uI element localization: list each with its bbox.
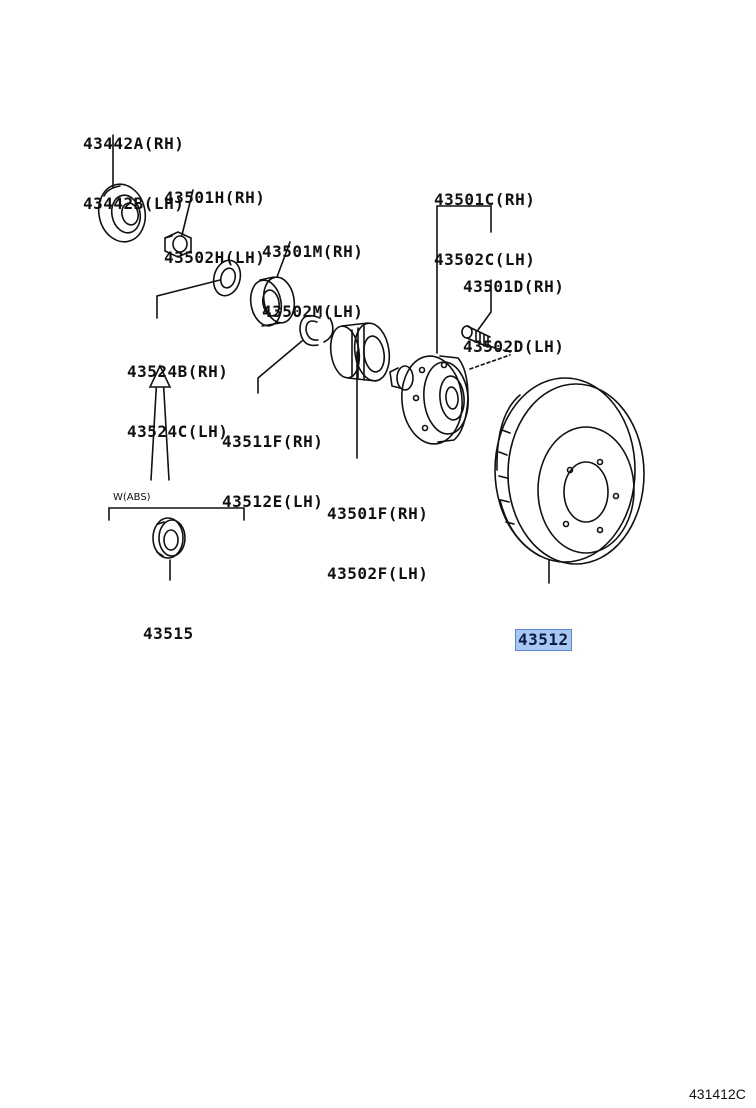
part-label-disc-rotor[interactable]: 43512 [515, 589, 572, 671]
part-label-snap-ring[interactable]: 43511F(RH) 43512E(LH) [222, 392, 323, 532]
inner-bearing-drawing [328, 321, 393, 383]
figure-number: 431412C [689, 1086, 746, 1102]
part-number-lh: 43524C(LH) [127, 422, 229, 441]
front-axle-hub-drawing [390, 354, 471, 447]
part-number-rh: 43511F(RH) [222, 432, 324, 451]
part-number-lh: 43512E(LH) [222, 492, 324, 511]
lock-nut-drawing [165, 232, 191, 257]
part-label-lock-nut[interactable]: 43501H(RH) 43502H(LH) [164, 148, 265, 288]
part-label-thrust-washer[interactable]: 43524B(RH) 43524C(LH) [127, 322, 228, 462]
part-number-lh: 43502D(LH) [463, 337, 565, 356]
part-label-outer-bearing[interactable]: 43501M(RH) 43502M(LH) [262, 202, 363, 342]
hub-grease-cap-drawing [93, 180, 150, 246]
part-label-hub-grease-cap[interactable]: 43442A(RH) 43442B(LH) [83, 94, 184, 234]
part-number-highlighted: 43512 [515, 629, 572, 651]
part-label-hub-bolt[interactable]: 43501D(RH) 43502D(LH) [463, 237, 564, 377]
part-number-rh: 43524B(RH) [127, 362, 229, 381]
part-number-rh: 43501C(RH) [434, 190, 536, 209]
part-number-lh: 43502F(LH) [327, 564, 429, 583]
part-label-front-axle-hub[interactable]: 43501C(RH) 43502C(LH) [434, 150, 535, 290]
part-number-lh: 43502H(LH) [164, 248, 266, 267]
part-number-rh: 43501F(RH) [327, 504, 429, 523]
part-number-rh: 43501D(RH) [463, 277, 565, 296]
hub-bolt-drawing [462, 326, 490, 347]
thrust-washer-drawing [210, 257, 244, 299]
part-number-lh: 43502C(LH) [434, 250, 536, 269]
part-number-rh: 43442A(RH) [83, 134, 185, 153]
abs-sensor-rotor-drawing [153, 518, 185, 558]
part-number-lh: 43442B(LH) [83, 194, 185, 213]
snap-ring-drawing [300, 316, 333, 346]
part-label-inner-bearing[interactable]: 43501F(RH) 43502F(LH) [327, 464, 428, 604]
part-number-rh: 43501M(RH) [262, 242, 364, 261]
abs-variant-label: W(ABS) [113, 492, 151, 503]
disc-rotor-drawing [495, 378, 644, 564]
part-label-abs-sensor-rotor[interactable]: 43515 [143, 584, 194, 664]
leader-lines [109, 135, 549, 583]
part-number-rh: 43501H(RH) [164, 188, 266, 207]
outer-bearing-drawing [247, 275, 298, 329]
part-number-lh: 43502M(LH) [262, 302, 364, 321]
part-number: 43515 [143, 624, 194, 643]
